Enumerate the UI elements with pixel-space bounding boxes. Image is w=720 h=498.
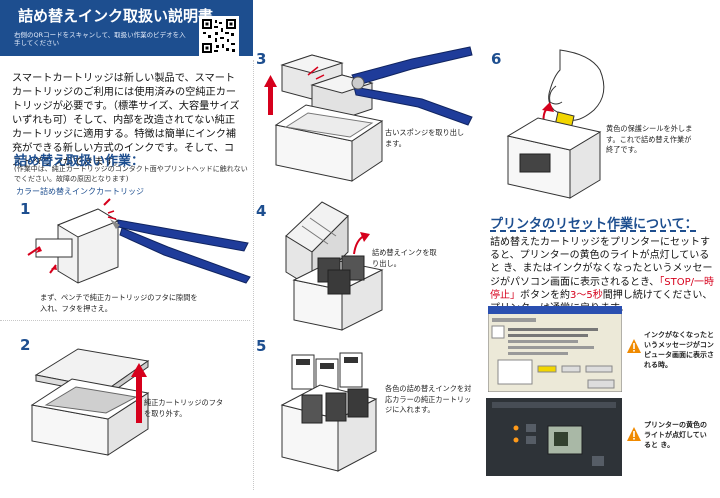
reset-body-text: 詰め替えたカートリッジをプリンターにセットすると、プリンターの黄色のライトが点灯… <box>490 237 713 288</box>
qr-code-icon[interactable] <box>199 16 239 56</box>
step-4-number: 4 <box>256 202 267 220</box>
step-2-number: 2 <box>20 336 31 354</box>
step-5-illustration <box>280 352 378 472</box>
step-5-caption: 各色の詰め替えインクを対応カラーの純正カートリッジに入れます。 <box>385 384 472 414</box>
step-4-illustration <box>285 201 384 331</box>
step-1-illustration <box>27 198 251 284</box>
procedure-note: (作業中は、純正カートリッジのコンタクト面やプリントヘッドに触れないでください。… <box>14 165 248 183</box>
reset-seconds: 3～5秒 <box>570 289 603 301</box>
warning-icon <box>627 339 641 353</box>
cartridge-label: カラー詰め替えインクカートリッジ <box>16 187 144 196</box>
step-1-caption: まず、ペンチで純正カートリッジのフタに隙間を入れ、フタを押さえ。 <box>40 293 198 313</box>
reset-body-text: ボタンを約 <box>520 289 570 301</box>
step-3-illustration <box>264 46 473 182</box>
step-3-caption: 古いスポンジを取り出します。 <box>385 128 465 148</box>
page-title: 詰め替えインク取扱い説明書 <box>18 7 214 25</box>
printer-panel-photo <box>486 398 622 476</box>
warning-message-2: プリンターの黄色のライトが点灯していると き。 <box>644 421 707 449</box>
step-1-number: 1 <box>20 200 31 218</box>
error-dialog-screenshot <box>488 306 622 392</box>
header-subtitle: 右側のQRコードをスキャンして、取扱い作業のビデオを入手してください <box>14 31 186 47</box>
step-2-caption: 純正カートリッジのフタを取り外す。 <box>144 398 224 418</box>
step-6-caption: 黄色の保護シールを外します。これで詰め替え作業が終了です。 <box>606 124 693 154</box>
divider <box>490 230 696 232</box>
step-3-number: 3 <box>256 50 267 68</box>
step-6-illustration <box>506 49 605 199</box>
step-6-number: 6 <box>491 50 502 68</box>
step-2-illustration <box>30 348 150 456</box>
reset-title: プリンタのリセット作業について： <box>490 217 698 232</box>
warning-icon <box>627 427 641 441</box>
intro-text: スマートカートリッジは新しい製品で、スマートカートリッジのご利用には使用済みの空… <box>12 73 240 168</box>
divider <box>253 60 254 490</box>
warning-message-1: インクがなくなったというメッセージがコンピュータ画面に表示される時。 <box>644 331 714 369</box>
procedure-title: 詰め替え取扱い作業： <box>14 154 145 169</box>
stop-button-label: 「STOP/一時停止」 <box>490 276 715 301</box>
step-4-caption: 詰め替えインクを取り出し。 <box>372 248 437 268</box>
divider <box>0 320 250 321</box>
step-5-number: 5 <box>256 337 267 355</box>
reset-body: 詰め替えたカートリッジをプリンターにセットすると、プリンターの黄色のライトが点灯… <box>490 236 718 315</box>
